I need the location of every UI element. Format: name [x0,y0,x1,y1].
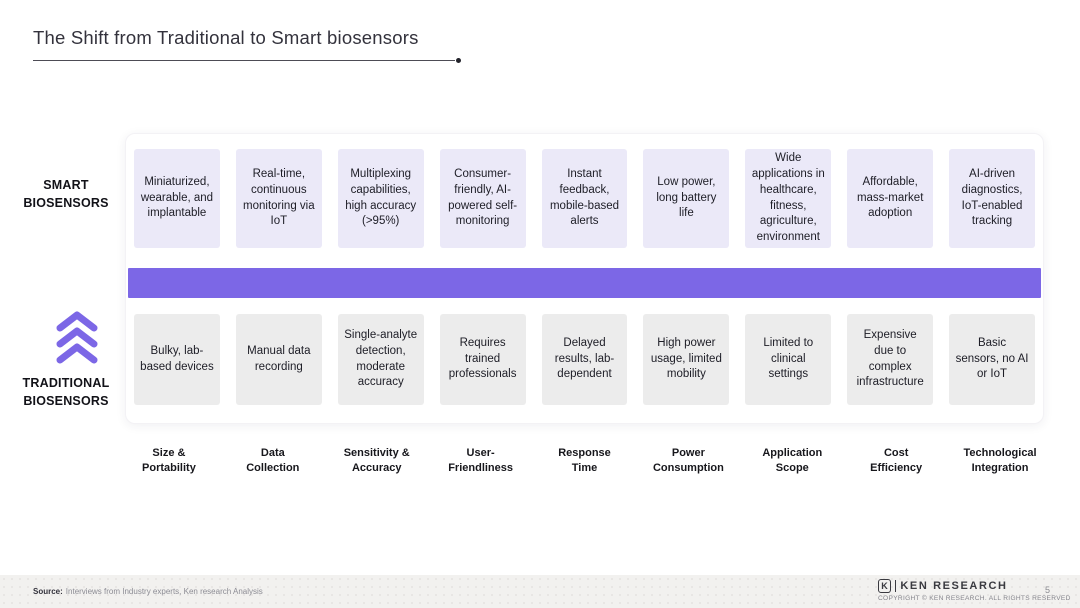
brand-logo: K KEN RESEARCH [878,579,1071,593]
traditional-card: Basic sensors, no AI or IoT [949,314,1035,405]
column-label: Cost Efficiency [870,447,923,475]
ken-research-logo-icon: K [878,579,891,593]
column-label: Sensitivity & Accuracy [343,447,410,475]
column-label: Data Collection [246,447,300,475]
column-label: Size & Portability [142,447,196,475]
copyright-text: COPYRIGHT © KEN RESEARCH. ALL RIGHTS RES… [878,595,1071,602]
column-label: Technological Integration [963,447,1037,475]
shift-up-chevrons-icon [56,311,98,364]
dimension-labels-row: Size & Portability Data Collection Sensi… [125,446,1044,477]
column-label: User- Friendliness [448,447,513,475]
traditional-card: Bulky, lab-based devices [134,314,220,405]
smart-card: Wide applications in healthcare, fitness… [745,149,832,248]
traditional-card: Manual data recording [235,314,322,405]
smart-biosensors-label: SMART BIOSENSORS [23,178,109,211]
column-label: Application Scope [762,447,823,475]
traditional-card: Requires trained professionals [439,314,526,405]
traditional-card: Expensive due to complex infrastructure [847,314,934,405]
footer-bar: Source:Interviews from Industry experts,… [0,575,1080,608]
source-text: Interviews from Industry experts, Ken re… [65,587,263,596]
traditional-cards-row: Bulky, lab-based devices Manual data rec… [134,314,1035,405]
smart-card: Instant feedback, mobile-based alerts [541,149,628,248]
smart-cards-row: Miniaturized, wearable, and implantable … [134,149,1035,248]
brand-block: K KEN RESEARCH COPYRIGHT © KEN RESEARCH.… [878,579,1071,602]
smart-card: Low power, long battery life [643,149,730,248]
title-underline-dot [456,58,461,63]
purple-divider-bar [128,268,1041,298]
traditional-card: Delayed results, lab-dependent [541,314,628,405]
brand-name: KEN RESEARCH [900,580,1008,592]
smart-card: Consumer-friendly, AI-powered self-monit… [439,149,526,248]
brand-separator [895,580,897,592]
source-label: Source: [33,587,63,596]
title-underline [33,58,461,63]
traditional-card: Limited to clinical settings [745,314,832,405]
source-note: Source:Interviews from Industry experts,… [33,587,263,596]
comparison-board: Miniaturized, wearable, and implantable … [125,133,1044,424]
column-label: Power Consumption [652,447,724,475]
traditional-card: High power usage, limited mobility [643,314,730,405]
smart-card: Affordable, mass-market adoption [847,149,934,248]
smart-card: Real-time, continuous monitoring via IoT [235,149,322,248]
smart-card: AI-driven diagnostics, IoT-enabled track… [949,149,1035,248]
traditional-biosensors-label: TRADITIONAL BIOSENSORS [22,376,110,409]
page-title: The Shift from Traditional to Smart bios… [33,27,419,48]
title-underline-line [33,59,455,62]
page-number: 5 [1044,585,1050,595]
traditional-card: Single-analyte detection, moderate accur… [337,314,424,405]
smart-card: Miniaturized, wearable, and implantable [134,149,220,248]
column-label: Response Time [558,447,611,475]
smart-card: Multiplexing capabilities, high accuracy… [337,149,424,248]
